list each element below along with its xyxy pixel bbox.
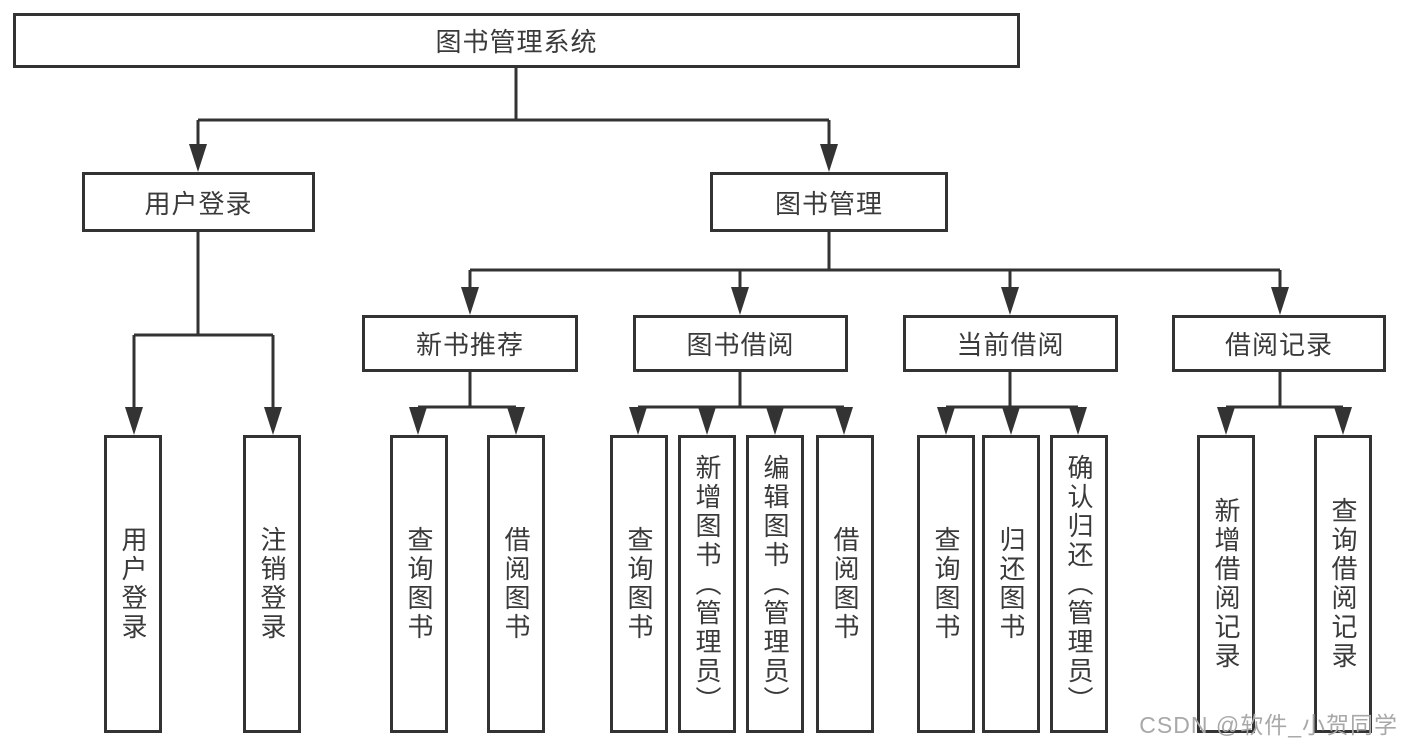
node-confirm-return-admin: 确认归还（管理员） — [1050, 435, 1108, 733]
node-user-login-branch: 用户登录 — [82, 172, 315, 232]
node-label: 查询图书 — [404, 526, 434, 642]
node-label: 确认归还（管理员） — [1064, 453, 1094, 715]
node-label: 借阅图书 — [830, 526, 860, 642]
node-query-books-recommend: 查询图书 — [390, 435, 448, 733]
node-library-management-system: 图书管理系统 — [13, 13, 1020, 68]
node-new-book-recommend: 新书推荐 — [362, 315, 578, 372]
node-label: 用户登录 — [118, 526, 148, 642]
node-query-borrow-record: 查询借阅记录 — [1314, 435, 1372, 733]
node-query-books-borrowing: 查询图书 — [610, 435, 668, 733]
node-label: 查询图书 — [931, 526, 961, 642]
node-label: 查询图书 — [624, 526, 654, 642]
node-label: 注销登录 — [257, 526, 287, 642]
node-label: 编辑图书（管理员） — [760, 453, 790, 715]
node-label: 新增图书（管理员） — [692, 453, 722, 715]
node-book-borrowing: 图书借阅 — [633, 315, 848, 372]
node-add-borrow-record: 新增借阅记录 — [1197, 435, 1255, 733]
node-label: 新增借阅记录 — [1211, 497, 1241, 671]
node-logout: 注销登录 — [243, 435, 301, 733]
node-user-login: 用户登录 — [104, 435, 162, 733]
node-query-books-current: 查询图书 — [917, 435, 975, 733]
node-label: 归还图书 — [996, 526, 1026, 642]
node-borrow-books-recommend: 借阅图书 — [487, 435, 545, 733]
node-edit-books-admin: 编辑图书（管理员） — [746, 435, 804, 733]
node-return-books: 归还图书 — [982, 435, 1040, 733]
node-book-management-branch: 图书管理 — [710, 172, 948, 232]
node-add-books-admin: 新增图书（管理员） — [678, 435, 736, 733]
watermark-text: CSDN @软件_小贺同学 — [1139, 712, 1398, 738]
node-label: 查询借阅记录 — [1328, 497, 1358, 671]
node-borrowing-records: 借阅记录 — [1172, 315, 1386, 372]
arrowheads — [125, 144, 1352, 435]
node-borrow-books-borrowing: 借阅图书 — [816, 435, 874, 733]
node-current-borrowing: 当前借阅 — [903, 315, 1118, 372]
node-label: 借阅图书 — [501, 526, 531, 642]
